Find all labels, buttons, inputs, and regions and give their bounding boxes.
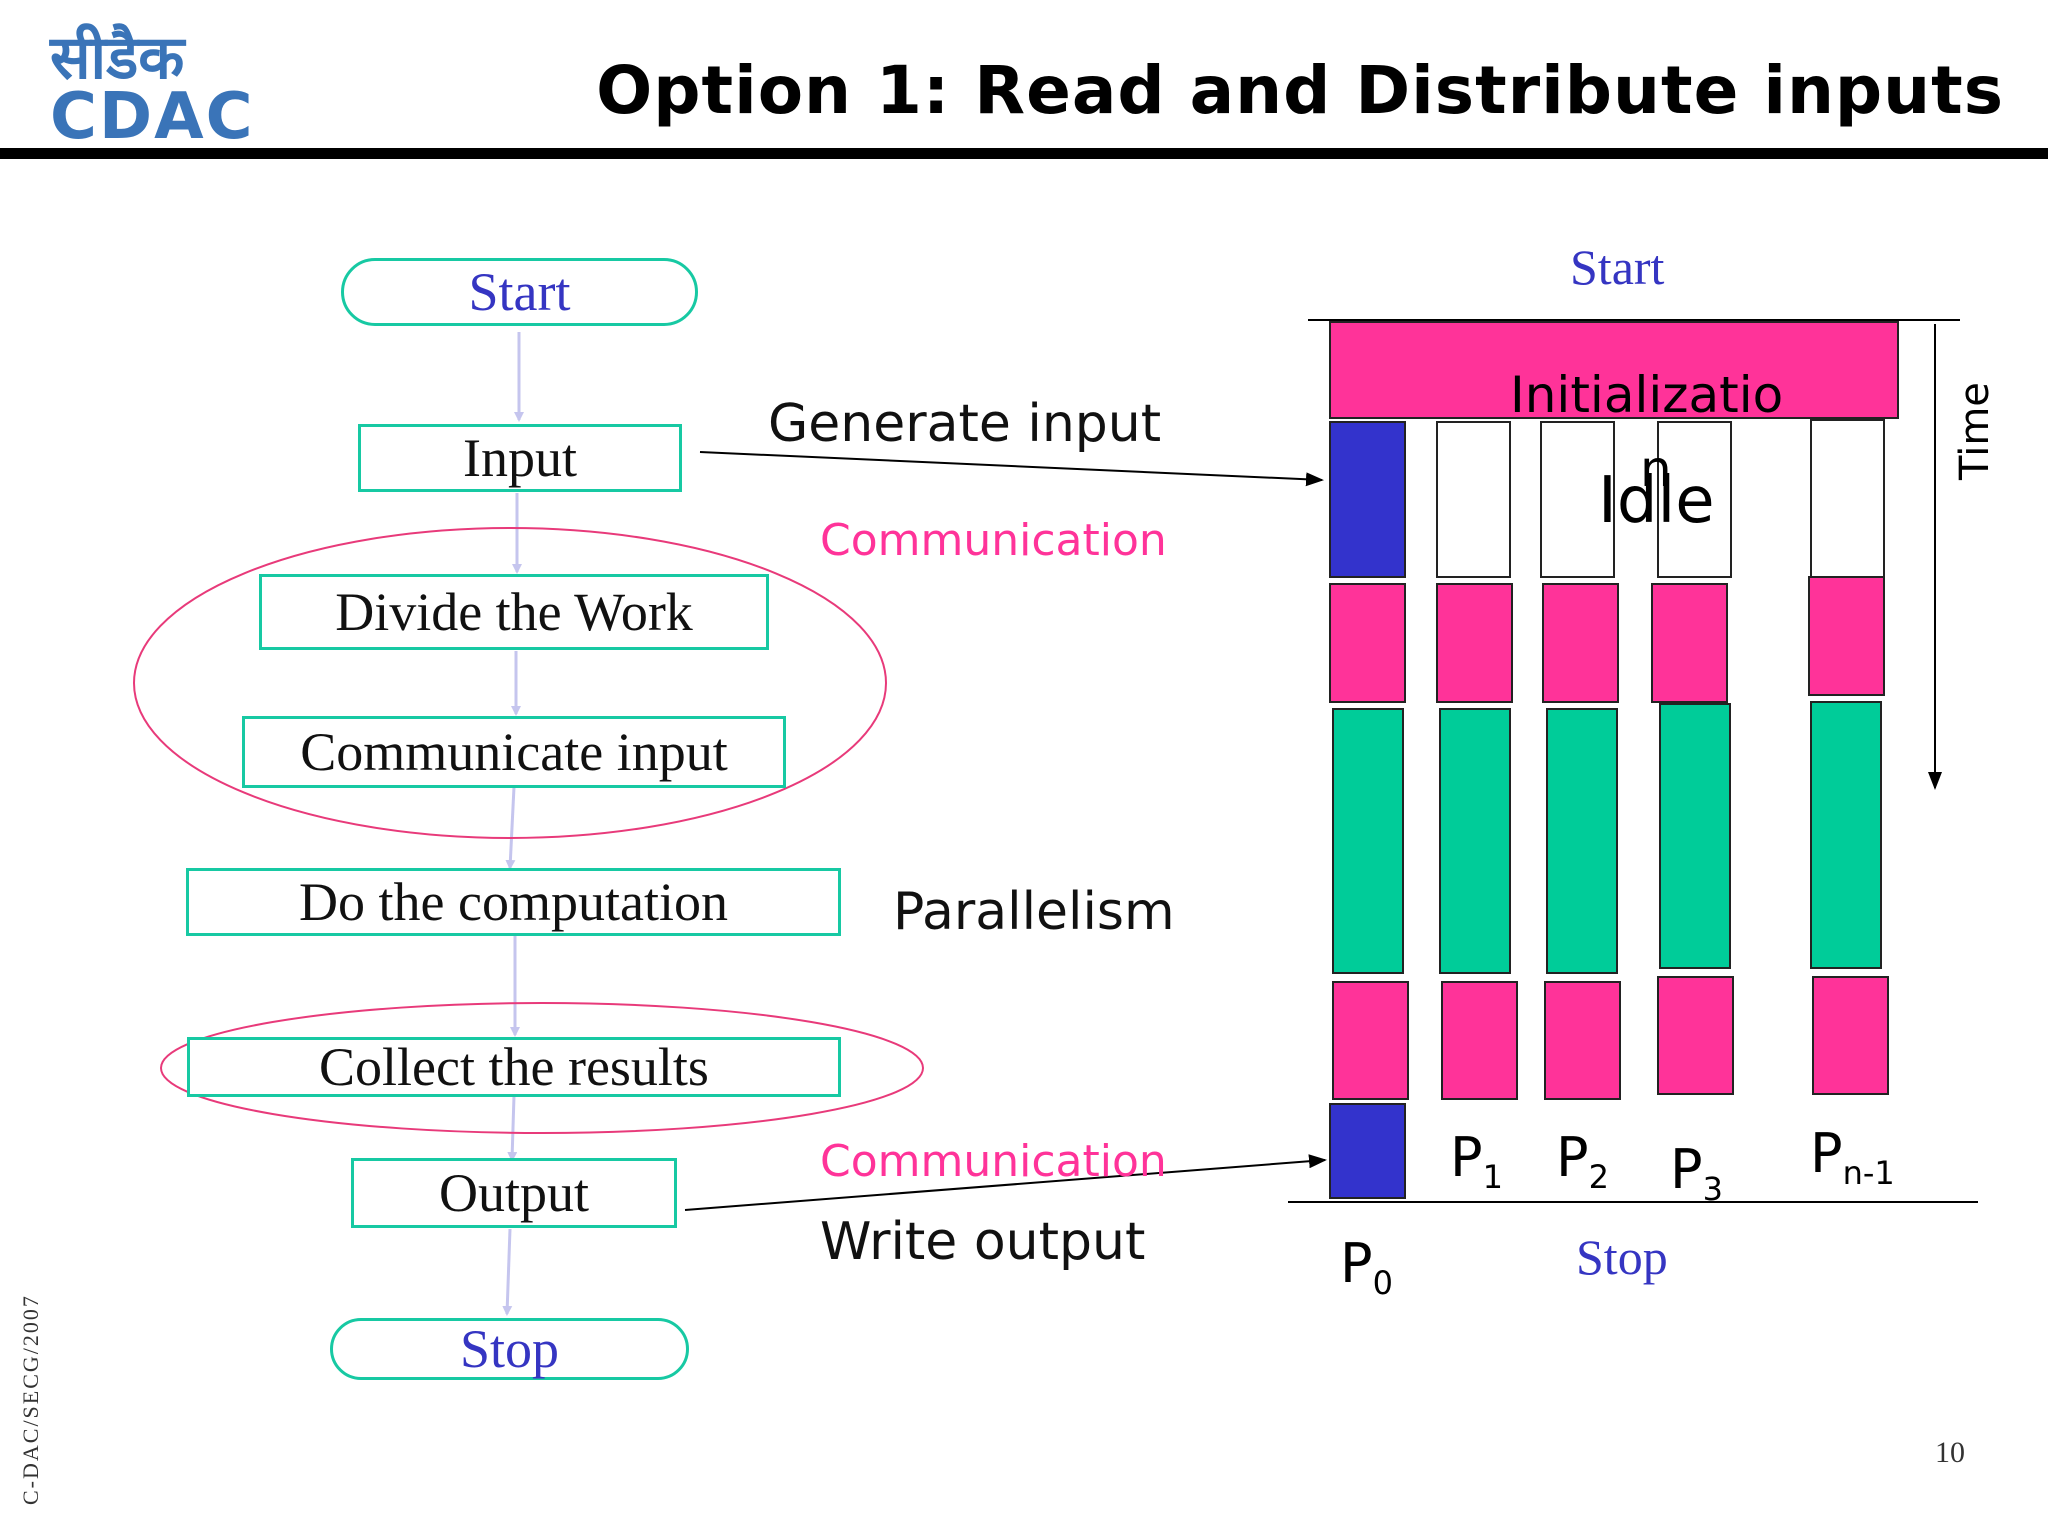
header-rule [0, 148, 2048, 159]
pn-comm-block [1808, 576, 1885, 696]
p2-collect-block [1544, 981, 1621, 1100]
p2-compute-block [1546, 708, 1618, 974]
communication-ellipse-top [133, 527, 887, 839]
pn-compute-block [1810, 701, 1882, 969]
p1-collect-block [1441, 981, 1518, 1100]
processor-label-p0: P0 [1340, 1232, 1393, 1302]
time-axis-label: Time [1952, 382, 1998, 480]
p3-collect-block [1657, 976, 1734, 1095]
flow-input: Input [358, 424, 682, 492]
initialization-block [1329, 321, 1899, 419]
processor-label-pn-1: Pn-1 [1810, 1122, 1895, 1192]
initialization-label: Initializatio [1510, 366, 1784, 424]
page-number: 10 [1935, 1436, 1965, 1469]
timeline-stop-label: Stop [1576, 1229, 1668, 1285]
p1-idle-block [1436, 421, 1511, 578]
p0-compute-block [1332, 708, 1404, 974]
flow-stop: Stop [330, 1318, 689, 1380]
communication-label-top: Communication [820, 515, 1167, 566]
p3-compute-block [1659, 703, 1731, 969]
flow-collect-results: Collect the results [187, 1037, 841, 1097]
flow-communicate-input: Communicate input [242, 716, 786, 788]
p3-idle-block [1657, 421, 1732, 578]
p0-input-block [1329, 421, 1406, 578]
pn-idle-block [1810, 419, 1885, 579]
generate-input-label: Generate input [768, 394, 1162, 454]
processor-label-p2: P2 [1556, 1126, 1609, 1196]
write-output-arrow [684, 1154, 1327, 1211]
p0-comm-block [1329, 583, 1406, 703]
p1-compute-block [1439, 708, 1511, 974]
processor-label-p1: P1 [1450, 1126, 1503, 1196]
flow-do-computation: Do the computation [186, 868, 841, 936]
generate-input-arrow [699, 451, 1324, 487]
processor-label-p3: P3 [1670, 1138, 1723, 1208]
footer-side-text: C-DAC/SECG/2007 [18, 1294, 43, 1505]
cdac-logo-hindi: सीडैक [50, 23, 185, 93]
communication-ellipse-bottom [160, 1002, 924, 1134]
p2-idle-block [1540, 421, 1615, 578]
initialization-label-wrap: n [1640, 440, 1672, 498]
flow-output: Output [351, 1158, 677, 1228]
parallelism-label: Parallelism [893, 882, 1175, 942]
cdac-logo: CDAC [50, 80, 255, 154]
p2-comm-block [1542, 583, 1619, 703]
flow-start: Start [341, 258, 698, 326]
write-output-label: Write output [820, 1212, 1146, 1272]
slide-title: Option 1: Read and Distribute inputs [596, 52, 2004, 129]
communication-label-bottom: Communication [820, 1136, 1167, 1187]
flow-divide-work: Divide the Work [259, 574, 769, 650]
p1-comm-block [1436, 583, 1513, 703]
p3-comm-block [1651, 583, 1728, 703]
flowchart-connectors [502, 332, 524, 1316]
pn-collect-block [1812, 976, 1889, 1095]
idle-label: Idle [1598, 464, 1715, 538]
timeline-start-label: Start [1570, 239, 1665, 295]
p0-collect-block [1332, 981, 1409, 1100]
p0-output-block [1329, 1103, 1406, 1199]
